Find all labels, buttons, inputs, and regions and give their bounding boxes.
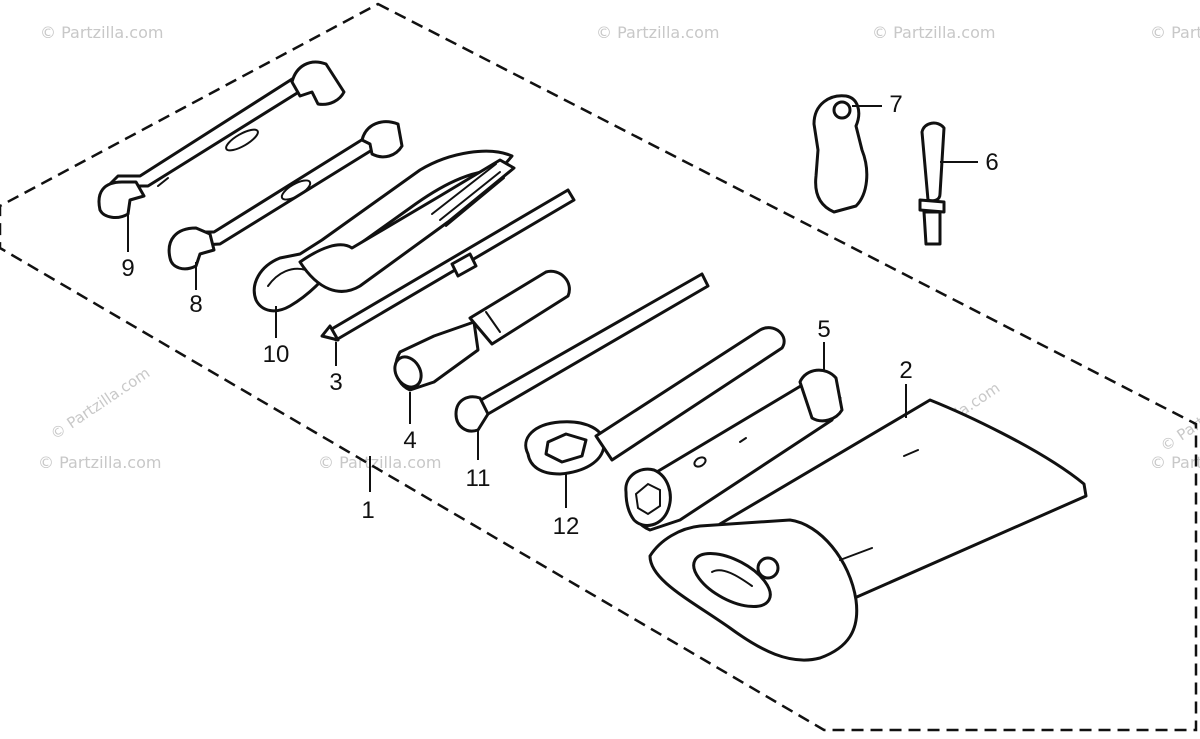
screwdriver-icon xyxy=(320,188,576,342)
callout-9: 9 xyxy=(121,255,134,282)
handle-icon xyxy=(812,94,869,214)
watermark-text: © Partzilla.com xyxy=(318,453,441,472)
callout-11: 11 xyxy=(466,465,491,492)
spoke-wrench-icon xyxy=(454,272,710,433)
watermark-text: © Partzilla.com xyxy=(1150,453,1200,472)
socket-extension-icon xyxy=(393,269,571,392)
watermark-text: © Partzilla.com xyxy=(40,23,163,42)
callout-4: 4 xyxy=(403,427,416,454)
watermark-text: © Partzilla.com xyxy=(872,23,995,42)
watermark-text: © Partzilla.com xyxy=(596,23,719,42)
open-wrench-small-icon xyxy=(167,120,404,271)
callout-8: 8 xyxy=(189,291,202,318)
callout-5: 5 xyxy=(817,316,830,343)
watermark-text: © Partzilla.com xyxy=(1150,23,1200,42)
tool-bag-icon xyxy=(648,398,1088,662)
pliers-icon xyxy=(252,149,516,313)
callout-10: 10 xyxy=(263,341,290,368)
watermark-text: © Partzilla.com xyxy=(47,364,153,444)
callout-6: 6 xyxy=(985,149,998,176)
callout-3: 3 xyxy=(329,369,342,396)
tube-socket-wrench-icon xyxy=(624,368,844,532)
callout-1: 1 xyxy=(361,497,374,524)
callout-7: 7 xyxy=(889,91,902,118)
leader-lines xyxy=(127,105,978,508)
pin-tool-icon xyxy=(918,121,946,246)
watermark-text: © Partzilla.com xyxy=(38,453,161,472)
open-wrench-large-icon xyxy=(97,60,346,219)
callout-labels: 1 2 3 4 5 6 7 8 9 10 11 12 xyxy=(121,91,998,540)
callout-12: 12 xyxy=(553,513,580,540)
callout-2: 2 xyxy=(899,357,912,384)
ring-wrench-icon xyxy=(524,326,786,476)
